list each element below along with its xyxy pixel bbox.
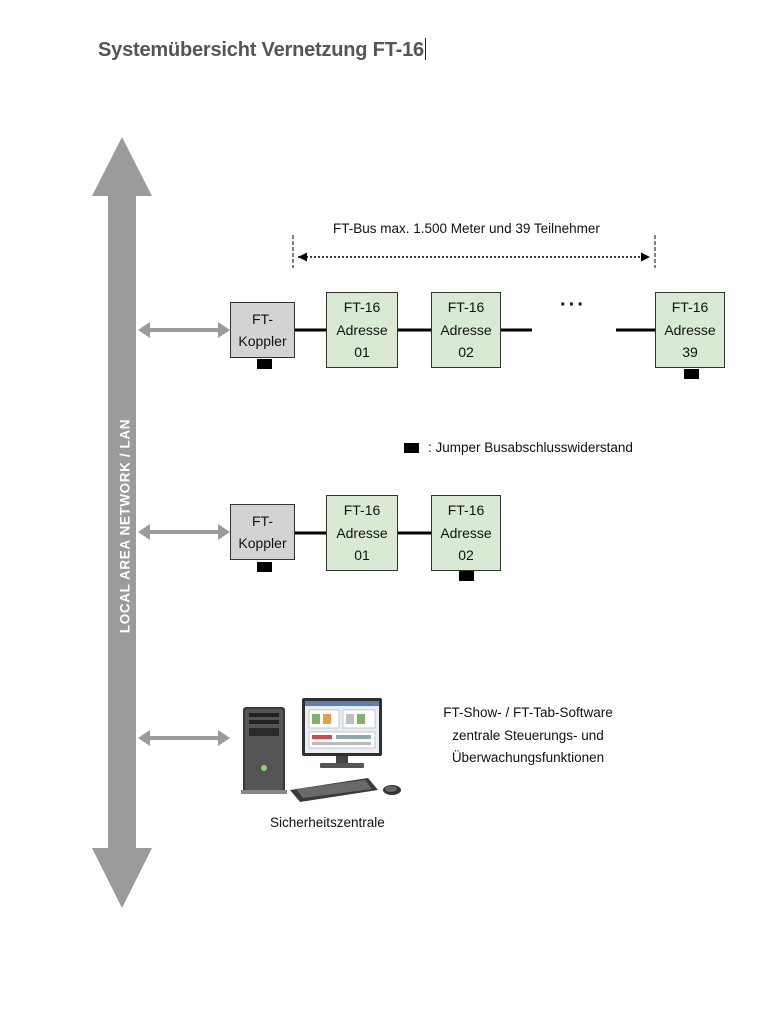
koppler-label-line2: Koppler <box>238 333 287 349</box>
text-cursor <box>424 38 426 60</box>
legend-text: : Jumper Busabschlusswiderstand <box>428 440 633 455</box>
ellipsis: ··· <box>560 294 586 316</box>
koppler-label-line1: FT- <box>252 310 273 327</box>
node-label-line1: FT-16 <box>343 299 381 316</box>
ft-koppler-row1: FT- Koppler <box>230 302 295 358</box>
lan-connector-computer <box>138 730 230 746</box>
jumper-koppler-row2 <box>257 562 272 572</box>
node-label-line2: Adresse <box>664 321 716 338</box>
node-label-line2: Adresse <box>336 321 388 338</box>
computer-label: Sicherheitszentrale <box>270 815 385 830</box>
jumper-koppler-row1 <box>257 359 272 369</box>
software-line1: FT-Show- / FT-Tab-Software <box>443 705 613 720</box>
node-label-line1: FT-16 <box>447 502 485 519</box>
bus-range-label: FT-Bus max. 1.500 Meter und 39 Teilnehme… <box>333 221 600 236</box>
node-label-line3: 01 <box>354 547 370 564</box>
node-label-line1: FT-16 <box>671 299 709 316</box>
jumper-node-row1-39 <box>684 369 699 379</box>
node-label-line1: FT-16 <box>343 502 381 519</box>
node-label-line3: 02 <box>458 547 474 564</box>
ft-koppler-row2: FT- Koppler <box>230 504 295 560</box>
computer-illustration <box>241 698 401 802</box>
ft16-node-row1-02: FT-16 Adresse 02 <box>431 292 501 368</box>
node-label-line2: Adresse <box>336 524 388 541</box>
node-label-line3: 39 <box>682 344 698 361</box>
lan-connector-row2 <box>138 524 230 540</box>
software-line2: zentrale Steuerungs- und <box>452 727 604 743</box>
software-line3: Überwachungsfunktionen <box>451 750 605 765</box>
node-label-line2: Adresse <box>440 524 492 541</box>
ft16-node-row1-01: FT-16 Adresse 01 <box>326 292 398 368</box>
node-label-line3: 01 <box>354 344 370 361</box>
koppler-label-line2: Koppler <box>238 535 287 551</box>
node-label-line2: Adresse <box>440 321 492 338</box>
node-label-line3: 02 <box>458 344 474 361</box>
koppler-label-line1: FT- <box>252 512 273 529</box>
lan-connector-row1 <box>138 322 230 338</box>
lan-arrow <box>92 137 152 908</box>
node-label-line1: FT-16 <box>447 299 485 316</box>
page-title: Systemübersicht Vernetzung FT-16 <box>98 38 426 61</box>
ft16-node-row1-39: FT-16 Adresse 39 <box>655 292 725 368</box>
lan-label: LOCAL AREA NETWORK / LAN <box>117 418 133 634</box>
ft16-node-row2-02: FT-16 Adresse 02 <box>431 495 501 571</box>
ft16-node-row2-01: FT-16 Adresse 01 <box>326 495 398 571</box>
jumper-node-row2-02 <box>459 571 474 581</box>
legend-jumper-symbol <box>404 443 419 453</box>
software-description: FT-Show- / FT-Tab-Software zentrale Steu… <box>428 702 628 770</box>
